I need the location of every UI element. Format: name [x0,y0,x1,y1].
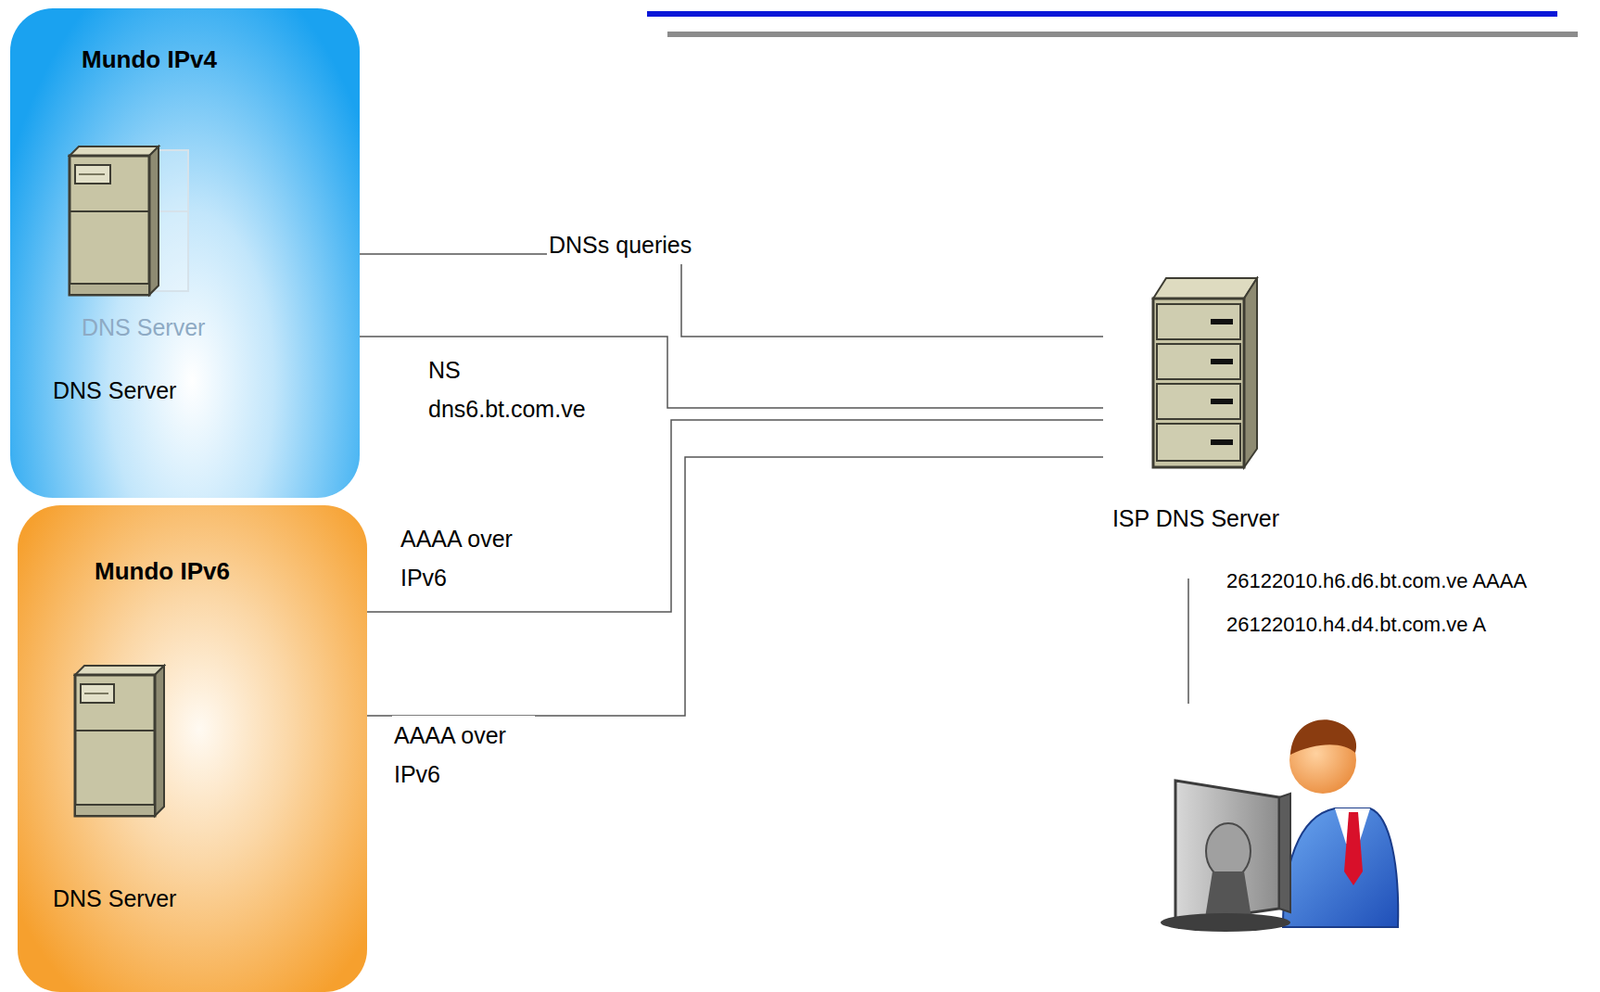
edge-label: AAAA over IPv6 [392,715,535,794]
node-label: DNS Server [52,884,177,913]
edge-label: NS dns6.bt.com.ve [426,350,607,429]
server-icon [1149,276,1261,471]
edge-label: DNSs queries [546,225,694,265]
server-node: DNS ServerDNS Server [47,142,252,412]
leader-line [1187,578,1190,704]
node-label: DNS Server [52,376,177,405]
query-note: 26122010.h6.d6.bt.com.ve AAAA [1226,569,1527,594]
server-icon [67,144,194,303]
server-icon [73,663,166,820]
connector-line [359,253,1104,337]
region-box: Mundo IPv6DNS Server [17,505,368,992]
region-box: Mundo IPv4DNS ServerDNS Server [10,8,360,498]
node-label: DNS Server [81,313,205,342]
header-rule [647,11,1558,17]
user-icon [1160,719,1398,932]
region-title: Mundo IPv4 [81,45,217,74]
query-note: 26122010.h4.d4.bt.com.ve A [1226,612,1486,637]
connector-line [367,457,1104,716]
node-label: ISP DNS Server [1112,504,1280,533]
edge-label: AAAA over IPv6 [398,519,542,597]
server-node: DNS Server [45,658,250,927]
header-rule [667,31,1578,38]
server-node: ISP DNS Server [1103,270,1289,540]
region-title: Mundo IPv6 [94,557,230,585]
connector-line [367,419,1104,612]
